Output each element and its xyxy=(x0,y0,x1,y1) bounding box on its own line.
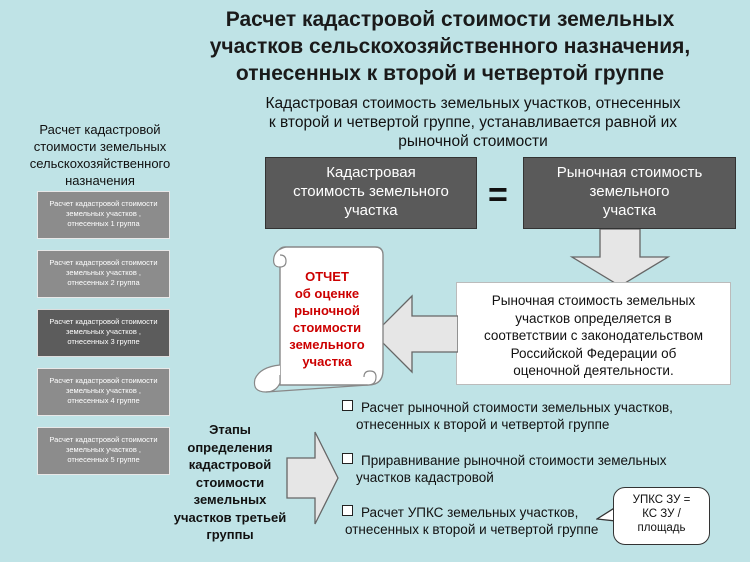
market-value-note: Рыночная стоимость земельных участков оп… xyxy=(456,282,731,385)
report-text: ОТЧЕТ об оценке рыночной стоимости земел… xyxy=(289,269,365,369)
left-arrow-icon xyxy=(373,294,458,374)
checkbox-icon xyxy=(342,505,353,516)
right-arrow-icon xyxy=(286,431,339,525)
cadastral-value-box: Кадастровая стоимость земельного участка xyxy=(265,157,477,229)
left-caption: Расчет кадастровой стоимости земельных с… xyxy=(29,122,171,188)
upks-formula: УПКС ЗУ = КС ЗУ / площадь xyxy=(613,487,710,545)
page-title: Расчет кадастровой стоимости земельных у… xyxy=(209,8,691,85)
bullet-item-3: Расчет УПКС земельных участков, отнесенн… xyxy=(342,504,632,538)
report-scroll-icon xyxy=(253,246,384,393)
stages-label: Этапы определения кадастровой стоимости … xyxy=(173,422,287,542)
bullet-item-2: Приравнивание рыночной стоимости земельн… xyxy=(342,452,722,486)
checkbox-icon xyxy=(342,400,353,411)
checkbox-icon xyxy=(342,453,353,464)
subtitle: Кадастровая стоимость земельных участков… xyxy=(265,95,681,150)
equals-sign: = xyxy=(488,176,508,214)
down-arrow-icon xyxy=(569,229,671,287)
bullet-item-1: Расчет рыночной стоимости земельных учас… xyxy=(342,399,722,433)
market-value-box: Рыночная стоимость земельного участка xyxy=(523,157,736,229)
